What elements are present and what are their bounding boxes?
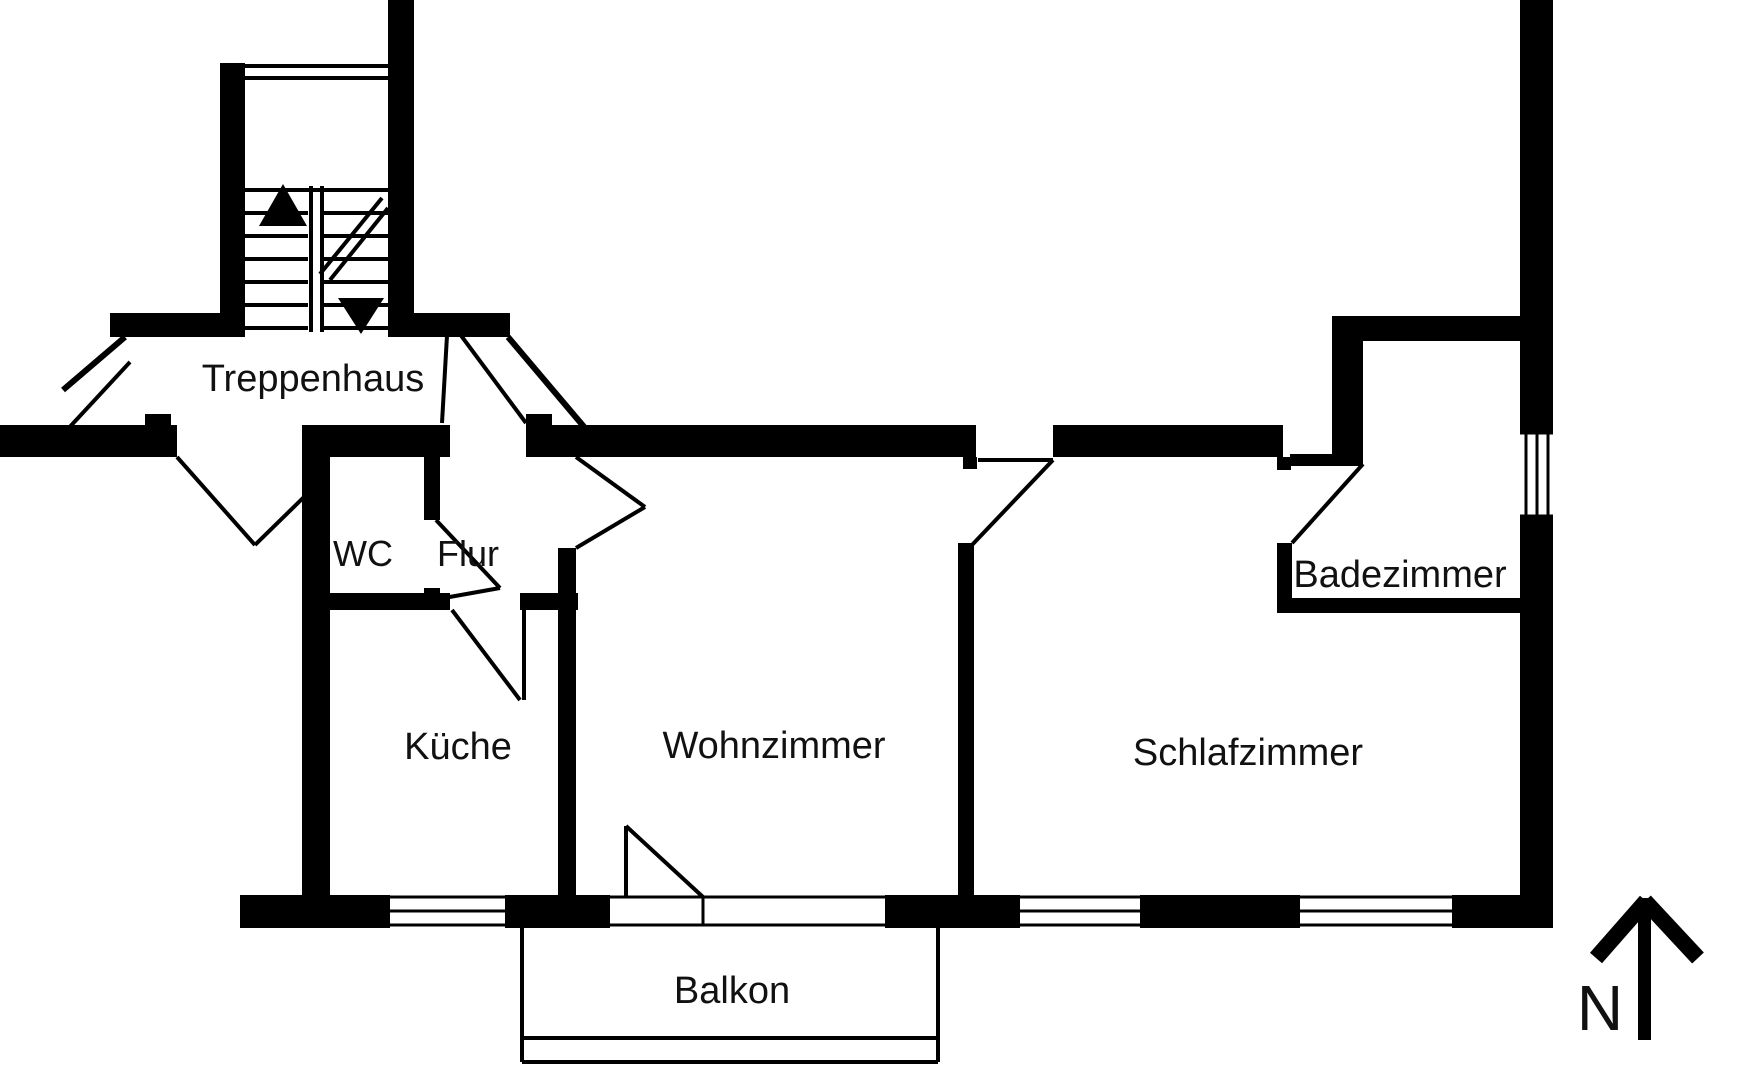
kitchen-door-swing bbox=[450, 608, 526, 702]
staircase bbox=[220, 0, 414, 337]
bathroom-door-swing bbox=[1290, 462, 1365, 545]
doors bbox=[434, 316, 1365, 899]
bathroom-window bbox=[1520, 431, 1553, 518]
bath-door-leaf bbox=[1290, 454, 1363, 466]
north-label: N bbox=[1577, 972, 1623, 1044]
angled-wall-right bbox=[505, 335, 588, 430]
kitchen-window bbox=[390, 895, 505, 927]
room-label-badezimmer: Badezimmer bbox=[1293, 554, 1507, 596]
room-label-kueche: Küche bbox=[404, 726, 512, 768]
walls bbox=[0, 0, 1553, 928]
wc-door-swing bbox=[434, 518, 502, 600]
bedroom-window-1 bbox=[1020, 895, 1140, 927]
room-label-schlafzimmer: Schlafzimmer bbox=[1133, 732, 1363, 774]
entrance-jamb bbox=[526, 414, 552, 457]
vestibule-door-swing bbox=[175, 455, 306, 547]
vestibule-walls bbox=[61, 313, 588, 547]
room-label-wc: WC bbox=[333, 533, 393, 574]
angled-wall-left bbox=[61, 334, 127, 393]
apartment-entrance-door-swing bbox=[440, 316, 528, 425]
windows bbox=[390, 431, 1553, 927]
room-labels: Treppenhaus WC Flur Küche Wohnzimmer Sch… bbox=[202, 358, 1507, 1012]
stair-left-wall bbox=[220, 63, 245, 337]
balcony-door-swing bbox=[624, 824, 705, 899]
room-label-wohnzimmer: Wohnzimmer bbox=[662, 725, 885, 767]
room-label-balkon: Balkon bbox=[674, 970, 790, 1012]
room-label-treppenhaus: Treppenhaus bbox=[202, 358, 425, 400]
bedroom-door-swing bbox=[970, 458, 1055, 547]
north-arrow-icon: N bbox=[1577, 895, 1704, 1044]
stair-right-wall bbox=[388, 0, 414, 337]
stairs-down-arrow-icon bbox=[338, 298, 384, 334]
balcony-french-window bbox=[610, 895, 885, 927]
room-label-flur: Flur bbox=[437, 533, 499, 574]
balcony-railing bbox=[520, 928, 940, 1064]
livingroom-door-swing bbox=[574, 455, 647, 550]
stairs-up-arrow-icon bbox=[259, 184, 307, 226]
building-entrance-door-swing bbox=[64, 360, 148, 433]
bedroom-window-2 bbox=[1300, 895, 1452, 927]
